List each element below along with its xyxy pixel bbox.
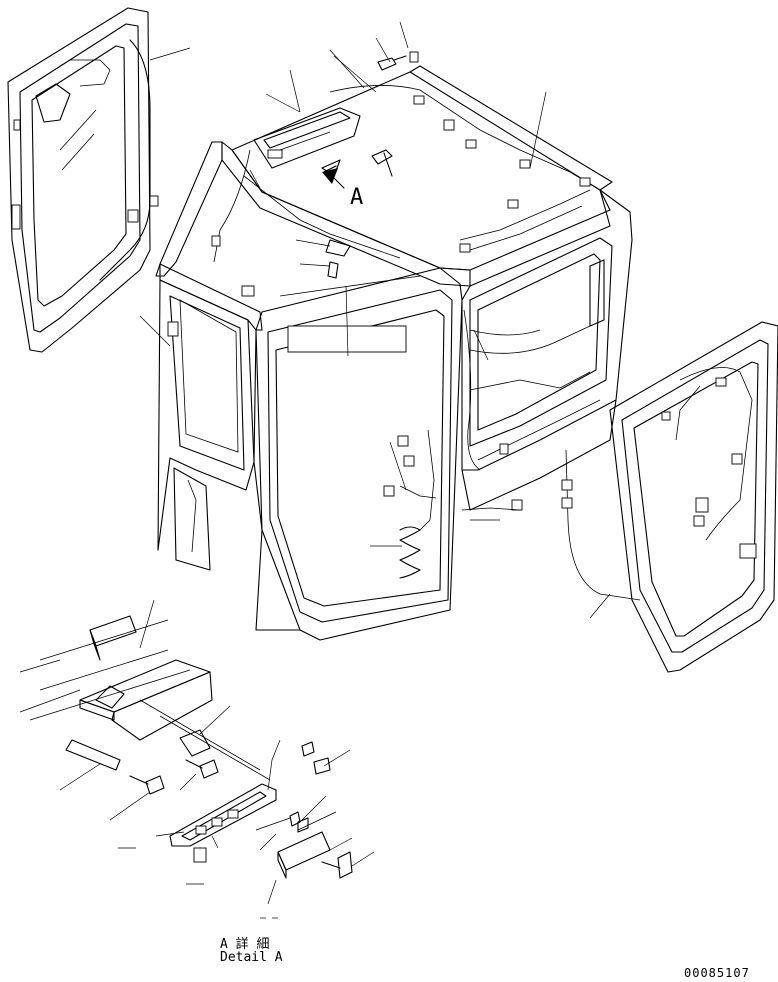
view-arrow bbox=[322, 168, 345, 189]
view-label-a: A bbox=[350, 185, 363, 210]
drawing-number: 00085107 bbox=[684, 966, 750, 980]
cab-frame bbox=[155, 51, 633, 641]
detail-label-en: Detail A bbox=[220, 950, 283, 965]
leader-lines bbox=[19, 21, 611, 919]
left-door bbox=[7, 7, 191, 353]
right-door bbox=[561, 321, 778, 673]
detail-label-jp: A 詳 細 bbox=[220, 937, 270, 952]
detail-a-assembly bbox=[29, 615, 353, 879]
